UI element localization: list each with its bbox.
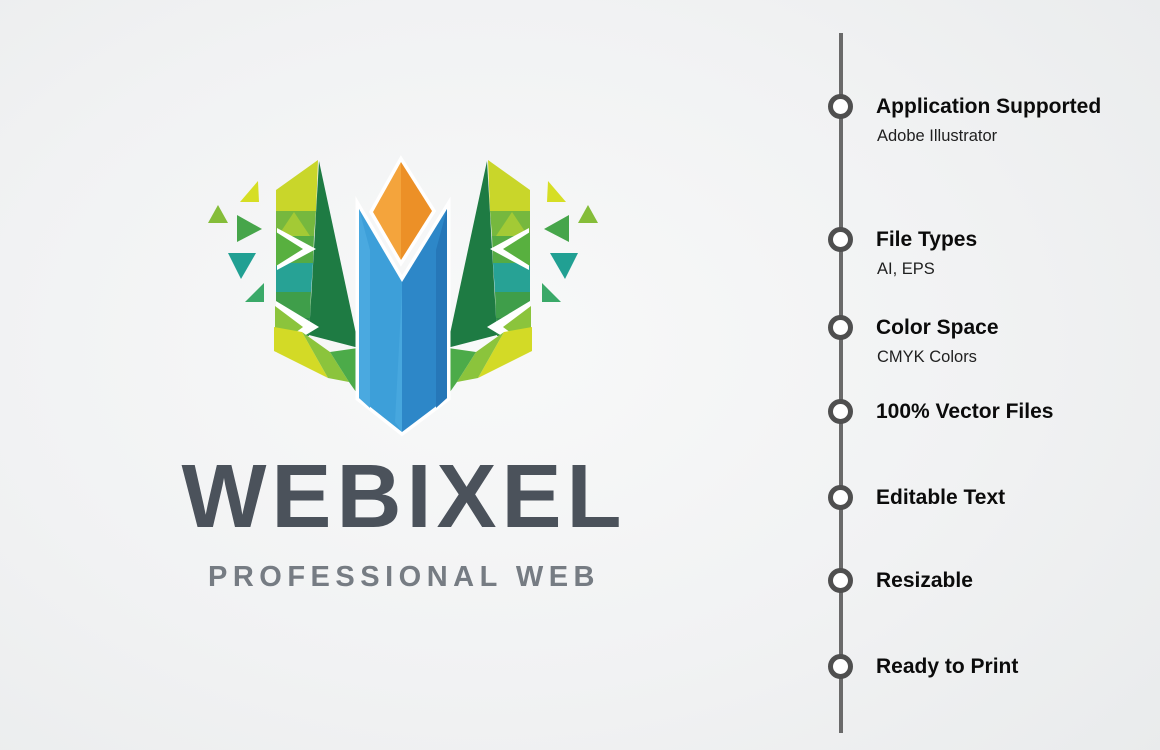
timeline-node <box>828 94 853 119</box>
center-blue-left <box>359 209 402 432</box>
feature-title-vector-files: 100% Vector Files <box>876 400 1054 423</box>
timeline-node <box>828 654 853 679</box>
center-blue-left-facet <box>359 209 370 408</box>
timeline-node <box>828 227 853 252</box>
feature-title-ready-to-print: Ready to Print <box>876 655 1019 678</box>
feature-subtitle-color-space: CMYK Colors <box>877 348 977 366</box>
timeline-node <box>828 315 853 340</box>
center-blue-outline <box>355 196 451 437</box>
feature-title-application-supported: Application Supported <box>876 95 1102 118</box>
left-wing <box>208 160 361 399</box>
timeline-node <box>828 485 853 510</box>
diamond-left <box>373 162 401 260</box>
timeline-node <box>828 568 853 593</box>
center-blue-streak <box>395 290 402 432</box>
feature-subtitle-application-supported: Adobe Illustrator <box>877 127 998 145</box>
diamond-outline <box>368 155 437 267</box>
feature-title-editable-text: Editable Text <box>876 486 1006 509</box>
brand-tagline: PROFESSIONAL WEB <box>208 561 600 593</box>
feature-title-color-space: Color Space <box>876 316 999 339</box>
right-wing <box>445 160 598 399</box>
diamond-right <box>401 162 432 260</box>
feature-subtitle-file-types: AI, EPS <box>877 260 935 278</box>
timeline-node <box>828 399 853 424</box>
center-blue-right <box>402 209 447 432</box>
brand-name: WEBIXEL <box>181 447 627 547</box>
feature-title-resizable: Resizable <box>876 569 973 592</box>
center-blue-right-facet <box>436 209 447 408</box>
timeline-line <box>839 33 843 733</box>
feature-title-file-types: File Types <box>876 228 978 251</box>
